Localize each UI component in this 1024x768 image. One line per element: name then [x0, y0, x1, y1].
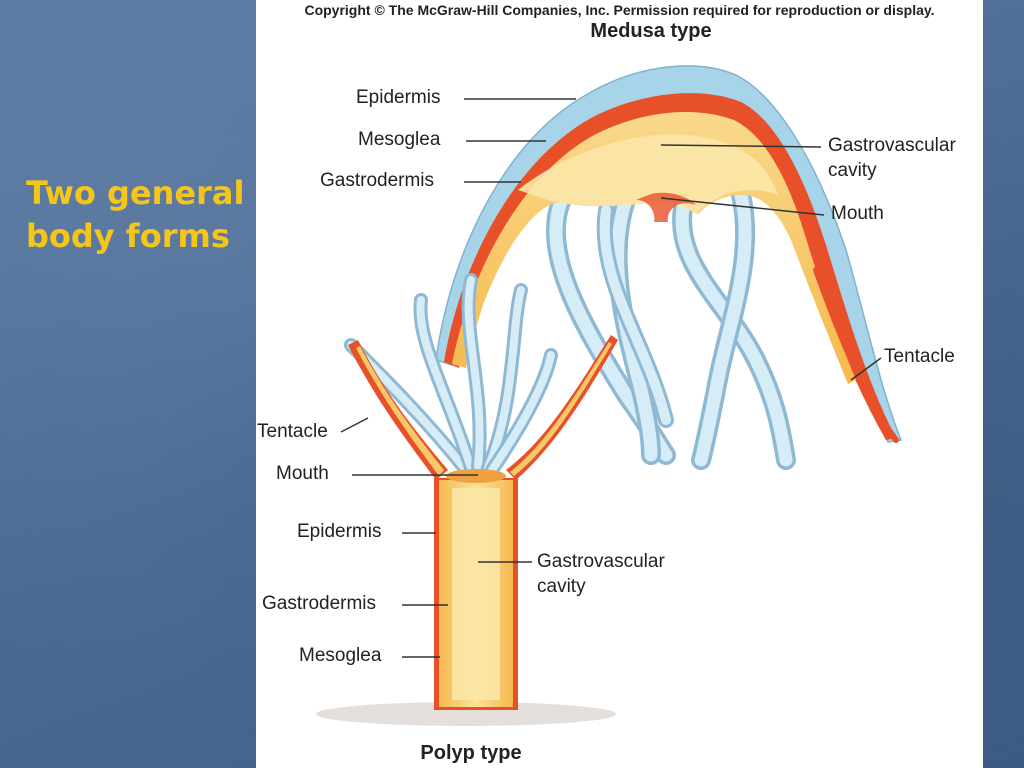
polyp-label-mesoglea: Mesoglea	[299, 645, 382, 666]
cnidarian-body-forms-illustration	[316, 65, 903, 726]
polyp-label-gastrodermis: Gastrodermis	[262, 593, 377, 614]
medusa-label-cavity: Gastrovascular cavity	[828, 134, 956, 183]
medusa-label-mesoglea: Mesoglea	[358, 129, 441, 150]
slide-title-line1: Two general	[26, 174, 245, 212]
polyp-heading: Polyp type	[420, 742, 522, 764]
polyp-cavity	[452, 488, 500, 700]
leader-lines	[340, 98, 882, 658]
medusa-body	[435, 65, 903, 470]
polyp-label-cavity: Gastrovascular cavity	[537, 550, 665, 599]
medusa-cavity	[518, 134, 778, 214]
polyp-right-arm	[506, 335, 618, 480]
polyp-mouth	[446, 469, 506, 483]
polyp-right-arm-mesoglea	[510, 342, 612, 476]
medusa-label-gastrodermis: Gastrodermis	[320, 170, 435, 191]
polyp-label-cavity-line2: cavity	[537, 575, 586, 597]
medusa-label-mouth: Mouth	[831, 203, 884, 224]
medusa-label-epidermis: Epidermis	[356, 87, 441, 108]
polyp-body	[344, 273, 618, 710]
medusa-label-tentacle: Tentacle	[884, 346, 955, 367]
medusa-label-cavity-line1: Gastrovascular	[828, 135, 956, 156]
polyp-label-cavity-line1: Gastrovascular	[537, 551, 665, 572]
copyright-notice: Copyright © The McGraw-Hill Companies, I…	[304, 2, 935, 18]
slide-title-line2: body forms	[26, 217, 230, 256]
polyp-left-arm-mesoglea	[356, 346, 444, 476]
medusa-side-tentacle	[813, 267, 899, 443]
polyp-label-epidermis: Epidermis	[297, 521, 382, 542]
polyp-label-tentacle: Tentacle	[257, 421, 328, 442]
diagram-panel: Copyright © The McGraw-Hill Companies, I…	[256, 0, 983, 768]
medusa-tentacles	[545, 185, 796, 470]
medusa-label-cavity-line2: cavity	[828, 159, 877, 181]
medusa-heading: Medusa type	[590, 20, 712, 42]
polyp-label-mouth: Mouth	[276, 463, 329, 484]
substrate-shadow	[316, 702, 616, 726]
slide-title: Two general body forms	[26, 172, 256, 258]
